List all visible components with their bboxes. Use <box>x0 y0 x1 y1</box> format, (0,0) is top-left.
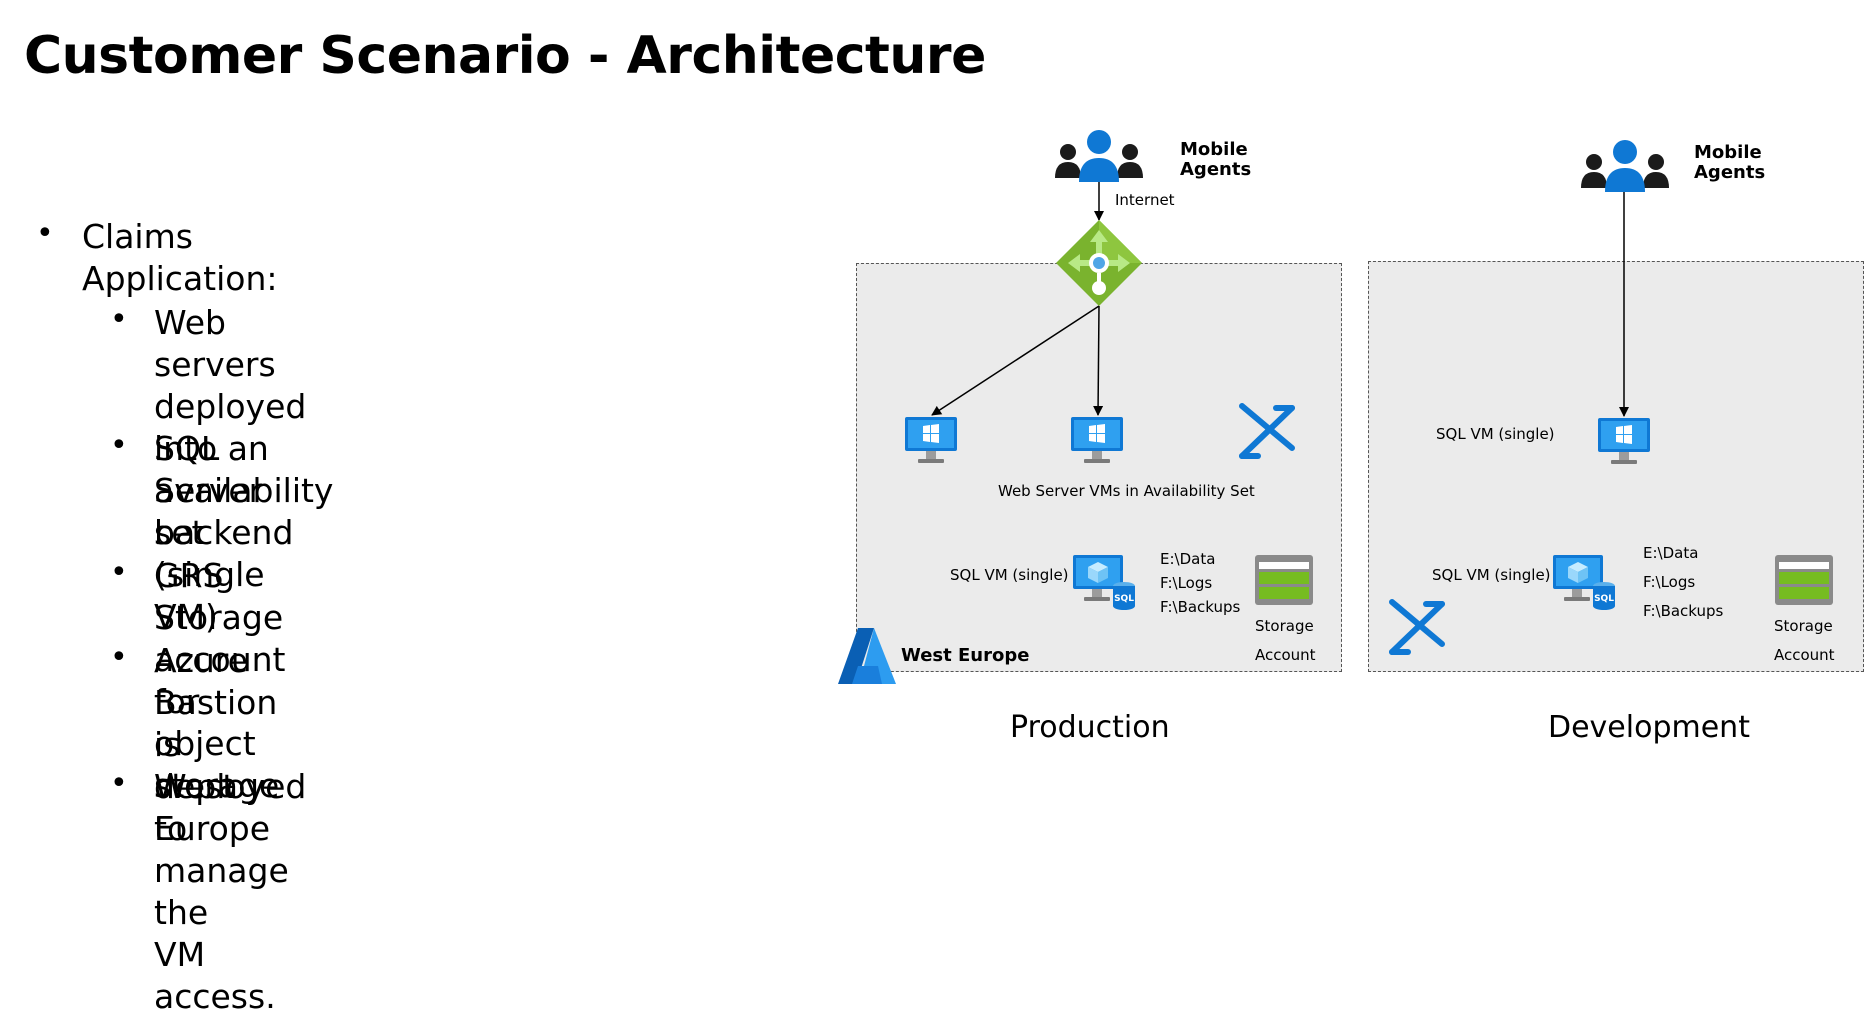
west-europe-region-label: West Europe <box>901 645 1030 666</box>
azure-bastion-icon <box>1239 403 1295 459</box>
bullet-grs-storage: GRS Storage account for object storage <box>154 556 286 805</box>
dev-sql-vm-label: SQL VM (single) <box>1432 566 1551 584</box>
connector-lines <box>931 171 1629 417</box>
mobile-agents-users-icon <box>1055 130 1143 182</box>
svg-text:SQL: SQL <box>1114 594 1134 604</box>
dev-azure-bastion-icon <box>1389 599 1445 655</box>
dev-vm-label: SQL VM (single) <box>1436 425 1555 443</box>
application-gateway-icon <box>1056 220 1142 306</box>
bullet-marker: • <box>110 428 128 463</box>
web-vm-1-icon <box>905 417 957 463</box>
bullet-marker: • <box>110 640 128 675</box>
bullet-claims-application: Claims Application: <box>82 217 278 298</box>
production-sql-paths: E:\Data F:\Logs F:\Backups <box>1160 550 1241 616</box>
dev-sql-vm-icon: SQL <box>1553 555 1615 610</box>
web-vm-availability-set-label: Web Server VMs in Availability Set <box>998 482 1255 500</box>
production-storage-account-icon <box>1255 555 1313 605</box>
bullet-sql-backend: SQL Server backend (single VM) <box>154 429 294 636</box>
dev-sql-paths: E:\Data F:\Logs F:\Backups <box>1643 544 1724 620</box>
bullet-web-servers: Web servers deployed into an availabilit… <box>154 303 334 552</box>
bullet-marker: • <box>110 555 128 590</box>
dev-storage-account-icon <box>1775 555 1833 605</box>
dev-storage-label: Storage Account <box>1774 617 1835 664</box>
bullet-west-europe: West Europe <box>154 767 271 848</box>
bullet-marker: • <box>36 216 54 251</box>
bullet-marker: • <box>110 766 128 801</box>
internet-label: Internet <box>1115 191 1175 209</box>
production-caption: Production <box>1010 710 1170 745</box>
production-sql-vm-icon: SQL <box>1073 555 1135 610</box>
production-users-label: Mobile Agents <box>1180 139 1252 180</box>
web-vm-2-icon <box>1071 417 1123 463</box>
azure-logo-icon <box>838 628 896 684</box>
svg-text:SQL: SQL <box>1594 594 1614 604</box>
dev-vm-icon <box>1598 418 1650 464</box>
gateway-to-web-vm-1 <box>931 305 1100 416</box>
slide-title: Customer Scenario - Architecture <box>24 26 986 86</box>
dev-mobile-agents-users-icon <box>1581 140 1669 192</box>
development-caption: Development <box>1548 710 1750 745</box>
gateway-to-web-vm-2 <box>1093 305 1104 416</box>
production-storage-label: Storage Account <box>1255 617 1316 664</box>
production-sql-vm-label: SQL VM (single) <box>950 566 1069 584</box>
bullet-marker: • <box>110 302 128 337</box>
dev-users-label: Mobile Agents <box>1694 142 1766 183</box>
